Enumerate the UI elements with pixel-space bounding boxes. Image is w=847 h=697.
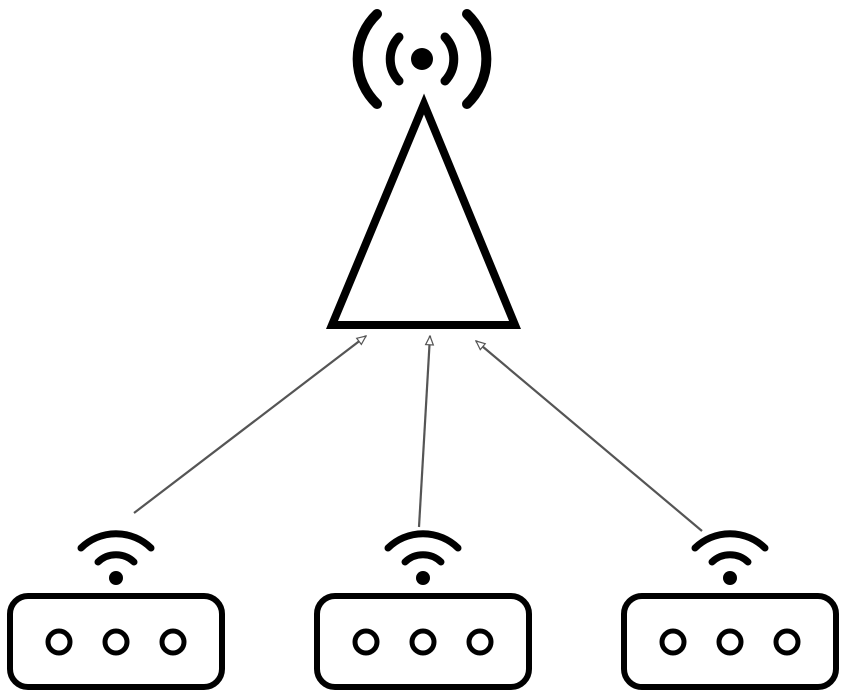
router-port-1 — [352, 628, 380, 656]
link-device-1-to-tower — [133, 336, 366, 514]
router-port-1 — [659, 628, 687, 656]
broadcast-signal-icon — [352, 9, 492, 109]
link-device-3-to-tower — [476, 341, 703, 532]
router-port-2 — [716, 628, 744, 656]
router-port-3 — [773, 628, 801, 656]
tower-body — [326, 93, 521, 329]
router-port-3 — [159, 628, 187, 656]
wifi-signal-icon — [77, 530, 155, 585]
router-port-2 — [102, 628, 130, 656]
wifi-router-icon — [7, 530, 225, 690]
links — [133, 336, 703, 532]
wifi-router-icon — [621, 530, 839, 690]
wifi-signal-icon — [384, 530, 462, 585]
cell-tower-icon — [326, 9, 521, 329]
wifi-router-icon — [314, 530, 532, 690]
router-port-1 — [45, 628, 73, 656]
router-port-2 — [409, 628, 437, 656]
link-device-2-to-tower — [417, 336, 430, 528]
wifi-signal-icon — [691, 530, 769, 585]
router-port-3 — [466, 628, 494, 656]
